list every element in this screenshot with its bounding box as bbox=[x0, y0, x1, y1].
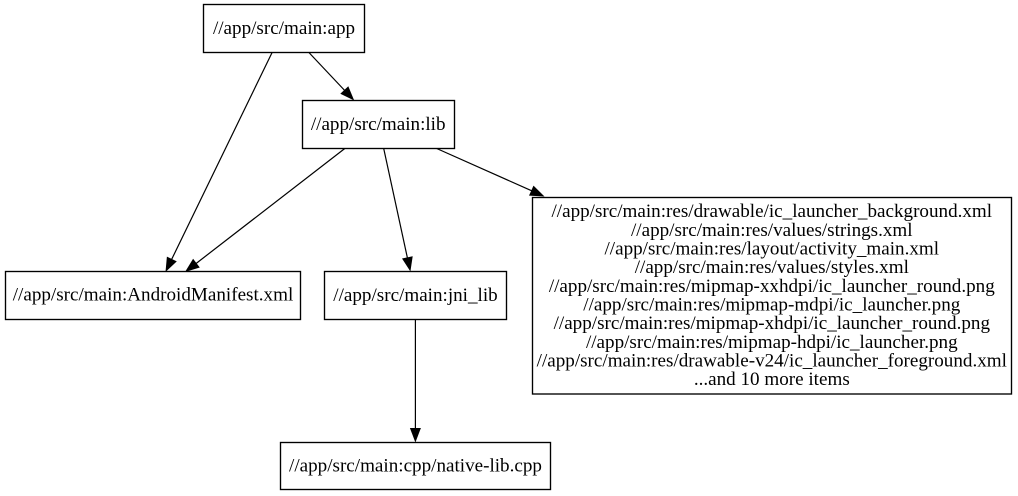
svg-text://app/src/main:app: //app/src/main:app bbox=[213, 18, 355, 39]
svg-text://app/src/main:res/drawable-v2: //app/src/main:res/drawable-v24/ic_launc… bbox=[537, 351, 1007, 372]
svg-text://app/src/main:res/mipmap-xhdp: //app/src/main:res/mipmap-xhdpi/ic_launc… bbox=[554, 313, 991, 334]
svg-text://app/src/main:jni_lib: //app/src/main:jni_lib bbox=[333, 285, 497, 306]
svg-text://app/src/main:res/values/styl: //app/src/main:res/values/styles.xml bbox=[635, 257, 909, 278]
svg-text://app/src/main:res/mipmap-hdpi: //app/src/main:res/mipmap-hdpi/ic_launch… bbox=[586, 332, 958, 353]
svg-text://app/src/main:res/drawable/ic: //app/src/main:res/drawable/ic_launcher_… bbox=[552, 201, 993, 222]
svg-text://app/src/main:cpp/native-lib.: //app/src/main:cpp/native-lib.cpp bbox=[289, 455, 542, 476]
svg-text://app/src/main:AndroidManifest: //app/src/main:AndroidManifest.xml bbox=[13, 285, 294, 306]
svg-text://app/src/main:res/mipmap-xxhd: //app/src/main:res/mipmap-xxhdpi/ic_laun… bbox=[549, 276, 995, 297]
svg-text://app/src/main:res/layout/acti: //app/src/main:res/layout/activity_main.… bbox=[604, 239, 939, 260]
svg-text://app/src/main:res/mipmap-mdpi: //app/src/main:res/mipmap-mdpi/ic_launch… bbox=[583, 295, 960, 316]
svg-text:...and 10 more items: ...and 10 more items bbox=[694, 369, 850, 390]
svg-text://app/src/main:res/values/stri: //app/src/main:res/values/strings.xml bbox=[631, 220, 913, 241]
svg-text://app/src/main:lib: //app/src/main:lib bbox=[311, 114, 446, 135]
